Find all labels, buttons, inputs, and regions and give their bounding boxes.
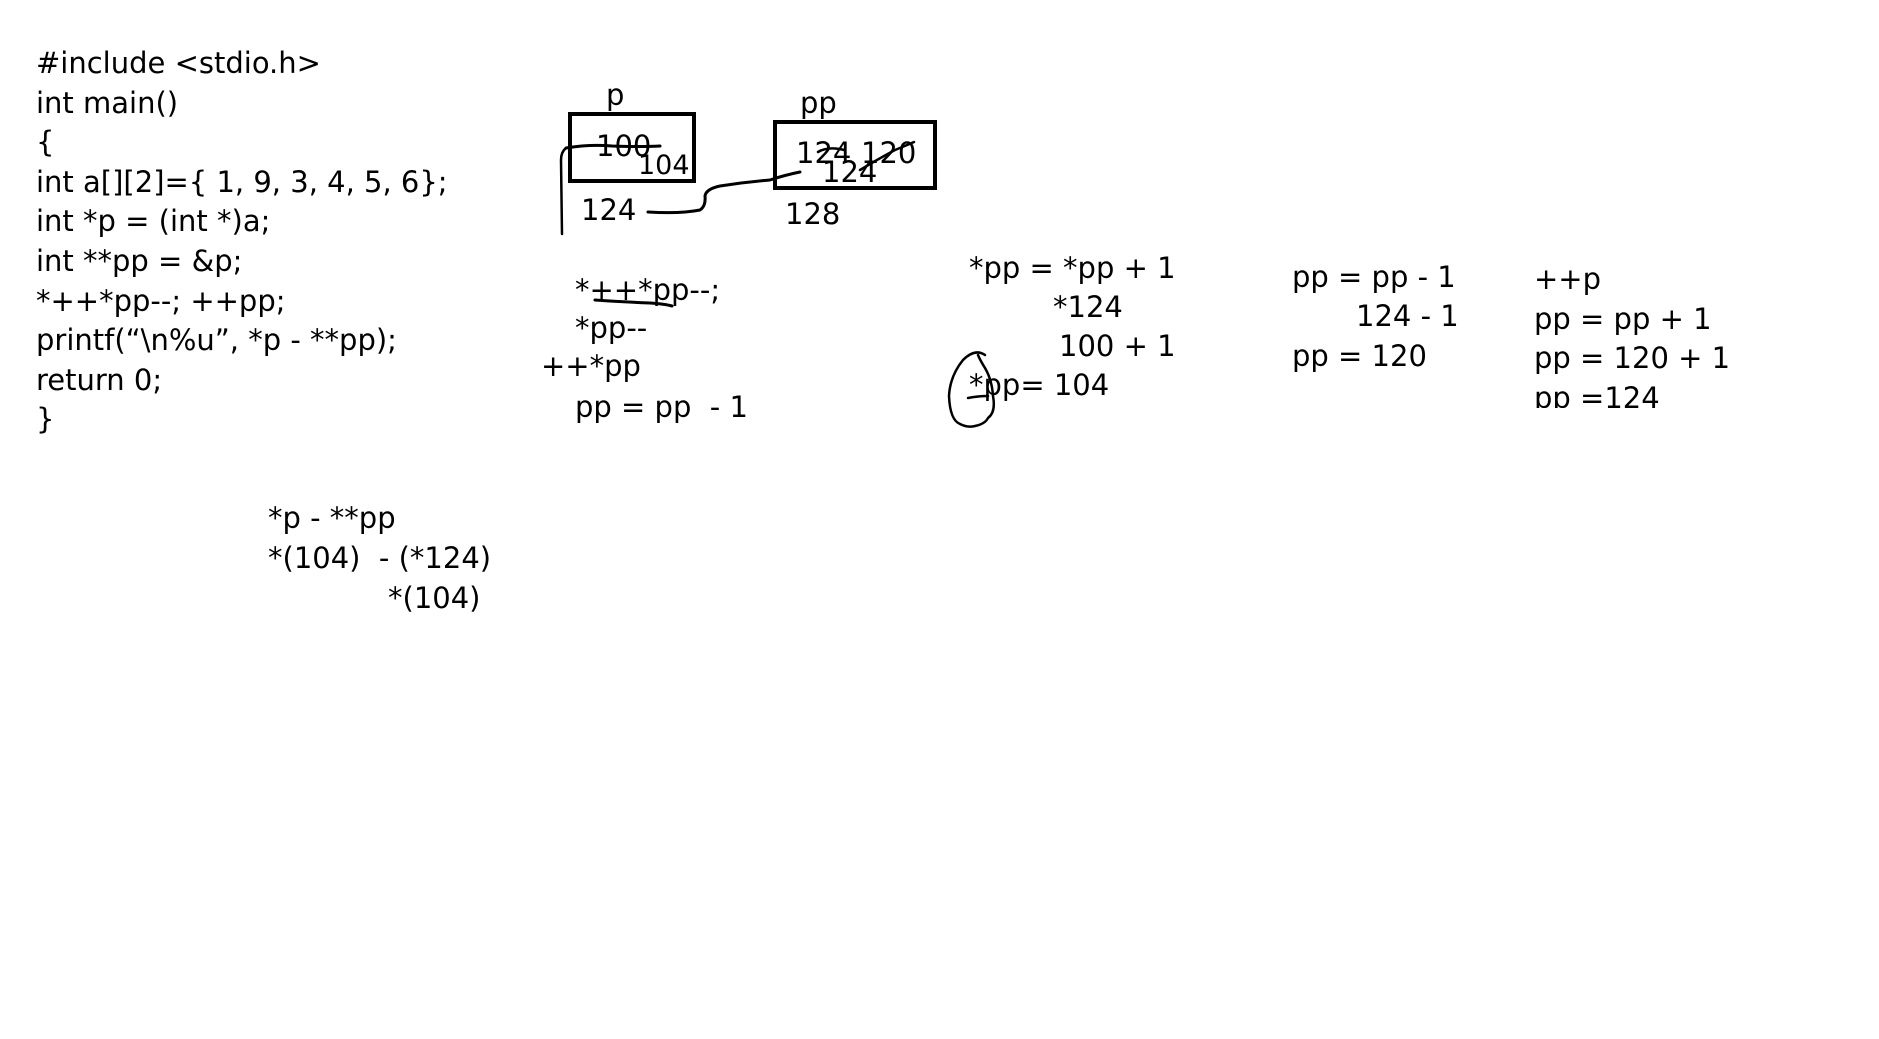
box-pp-value-2: 120 <box>861 136 917 170</box>
strike-100 <box>564 143 662 150</box>
box-pp-value-3: 124 <box>822 155 878 189</box>
result-step: *p - **pp <box>268 501 396 535</box>
pp-increment-step: pp = pp + 1 <box>1534 302 1712 336</box>
box-pp-value-1: 124 <box>796 136 852 170</box>
result-step: *(104) <box>388 581 481 615</box>
code-line: *++*pp--; ++pp; <box>36 283 286 318</box>
link-line <box>646 170 802 215</box>
code-line: int main() <box>36 85 179 120</box>
expr-step: *pp-- <box>575 311 648 345</box>
code-line: return 0; <box>36 362 163 397</box>
pp-decrement-step: pp = 120 <box>1292 339 1427 373</box>
underline-expr <box>593 298 674 308</box>
box-p-address: 124 <box>581 193 637 227</box>
box-pp-address: 128 <box>785 197 841 231</box>
code-line: { <box>36 125 55 160</box>
deref-step: 100 + 1 <box>1059 329 1176 363</box>
strike-120 <box>858 140 916 172</box>
strike-124 <box>816 147 846 154</box>
expr-step: ++*pp <box>541 349 641 383</box>
circle-mark <box>947 351 996 428</box>
code-block: #include <stdio.h> int main() { int a[][… <box>36 44 448 440</box>
pp-increment-step: ++p <box>1534 262 1602 296</box>
pp-increment-clip: pp =124 <box>1534 378 1660 408</box>
deref-step: *124 <box>1053 290 1123 324</box>
result-step: *(104) - (*124) <box>268 541 492 575</box>
code-line: int a[][2]={ 1, 9, 3, 4, 5, 6}; <box>36 164 448 199</box>
deref-step: *pp= 104 <box>969 368 1110 402</box>
code-line: int *p = (int *)a; <box>36 204 271 239</box>
deref-step: *pp = *pp + 1 <box>969 251 1176 285</box>
box-pp-label: pp <box>800 86 837 120</box>
pp-decrement-step: 124 - 1 <box>1356 299 1459 333</box>
code-line: printf(“\n%u”, *p - **pp); <box>36 323 397 358</box>
box-p-old-value: 100 <box>596 129 652 163</box>
box-p-new-value: 104 <box>638 150 690 181</box>
pp-increment-step: pp = 120 + 1 <box>1534 341 1731 375</box>
pp-decrement-step: pp = pp - 1 <box>1292 260 1456 294</box>
expr-step: pp = pp - 1 <box>575 390 748 424</box>
pp-increment-step: pp =124 <box>1534 381 1660 408</box>
box-pp-outline <box>773 120 937 190</box>
bracket-line <box>559 146 568 236</box>
code-line: int **pp = &p; <box>36 243 243 278</box>
expr-step: *++*pp--; <box>575 273 721 307</box>
code-line: } <box>36 402 55 437</box>
box-p-label: p <box>606 78 625 112</box>
code-line: #include <stdio.h> <box>36 46 321 80</box>
